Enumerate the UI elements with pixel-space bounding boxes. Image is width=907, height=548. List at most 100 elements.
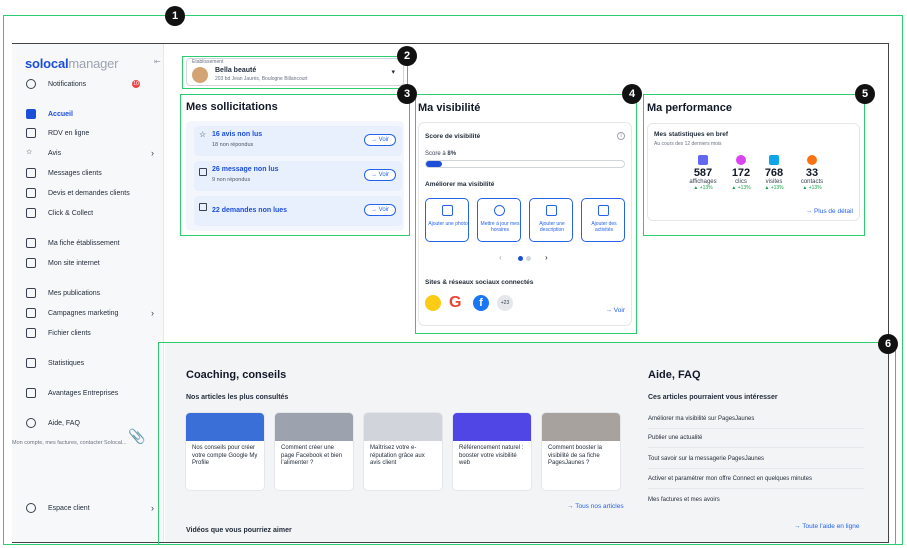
request-subtitle: 9 non répondus	[212, 177, 251, 183]
carousel-prev-icon[interactable]: ‹	[499, 253, 502, 262]
carousel-dot[interactable]	[526, 256, 531, 261]
sidebar-item-rdv[interactable]: RDV en ligne	[26, 126, 158, 140]
pagesjaunes-icon	[425, 295, 441, 311]
sidebar-item-devis[interactable]: Devis et demandes clients	[26, 186, 158, 200]
sidebar-item-label: Click & Collect	[48, 209, 94, 217]
action-add-photo[interactable]: Ajouter une photo	[425, 198, 469, 242]
star-icon: ☆	[26, 149, 33, 156]
article-card[interactable]: Maîtrisez votre e-réputation grâce aux a…	[364, 413, 442, 490]
stat-affichages: 587 affichages ▲ +13%	[679, 155, 727, 191]
sidebar-item-statistiques[interactable]: Statistiques	[26, 356, 158, 370]
performance-card: Mes statistiques en bref Au cours des 12…	[647, 123, 860, 221]
carousel-next-icon[interactable]: ›	[545, 253, 548, 262]
faq-item[interactable]: Tout savoir sur la messagerie PagesJaune…	[648, 456, 864, 469]
action-add-activities[interactable]: Ajouter des activités	[581, 198, 625, 242]
app-logo[interactable]: solocalmanager	[25, 56, 119, 71]
article-card[interactable]: Nos conseils pour créer votre compte Goo…	[186, 413, 264, 490]
star-icon: ☆	[199, 130, 207, 139]
sidebar-item-site[interactable]: Mon site internet	[26, 256, 158, 270]
action-update-hours[interactable]: Mettre à jour mes horaires	[477, 198, 521, 242]
faq-item[interactable]: Publier une actualité	[648, 435, 864, 448]
sidebar-item-messages[interactable]: Messages clients	[26, 166, 158, 180]
establishment-caption: Etablissement	[192, 59, 224, 65]
marker-5: 5	[855, 84, 875, 104]
sidebar-item-espace-client[interactable]: Espace client ›	[26, 501, 158, 515]
sidebar-item-label: Mes publications	[48, 289, 101, 297]
article-title: Comment booster la visibilité de sa fich…	[548, 445, 603, 466]
voir-networks-link[interactable]: → Voir	[605, 307, 625, 314]
article-title: Nos conseils pour créer votre compte Goo…	[192, 445, 258, 466]
users-icon	[26, 328, 36, 338]
sidebar-item-label: Espace client	[48, 504, 90, 512]
more-networks-badge[interactable]: +23	[497, 295, 513, 311]
dropdown-arrow-icon: ▾	[391, 69, 395, 76]
chevron-right-icon: ›	[151, 308, 154, 318]
request-title[interactable]: 16 avis non lus	[212, 131, 263, 138]
stat-value: 587	[693, 167, 713, 179]
stat-value: 33	[805, 167, 819, 179]
voir-messages-button[interactable]: → Voir	[363, 169, 396, 181]
article-thumbnail	[453, 413, 531, 441]
marker-2: 2	[397, 46, 417, 66]
sidebar-item-fiche[interactable]: Ma fiche établissement	[26, 236, 158, 250]
article-thumbnail	[364, 413, 442, 441]
chevron-right-icon: ›	[151, 148, 154, 158]
stat-trend: ▲ +13%	[693, 185, 713, 191]
action-add-description[interactable]: Ajouter une description	[529, 198, 573, 242]
chart-icon	[26, 358, 36, 368]
toute-aide-link[interactable]: → Toute l'aide en ligne	[794, 523, 860, 530]
establishment-selector[interactable]: Etablissement Bella beauté 203 bd Jean J…	[186, 58, 404, 86]
score-progress-fill	[426, 161, 442, 167]
voir-avis-button[interactable]: → Voir	[363, 134, 396, 146]
sidebar-item-notifications[interactable]: Notifications 10	[26, 77, 158, 91]
store-icon	[26, 238, 36, 248]
collapse-sidebar-icon[interactable]: ⇤	[154, 57, 161, 66]
sidebar-item-avis[interactable]: ☆ Avis ›	[26, 146, 158, 160]
faq-item[interactable]: Mes factures et mes avoirs	[648, 497, 720, 503]
article-thumbnail	[275, 413, 353, 441]
calendar-icon	[26, 128, 36, 138]
sollicitations-card: ☆ 16 avis non lus 18 non répondus → Voir…	[186, 121, 404, 231]
sollicitations-title: Mes sollicitations	[186, 101, 278, 113]
document-icon	[26, 188, 36, 198]
establishment-name: Bella beauté	[215, 67, 257, 74]
establishment-address: 203 bd Jean Jaurès, Boulogne Billancourt	[215, 76, 308, 82]
faq-item[interactable]: Améliorer ma visibilité sur PagesJaunes	[648, 416, 864, 429]
stat-clics: 172 clics ▲ +13%	[717, 155, 765, 191]
score-progress-bar	[425, 160, 625, 168]
performance-title: Ma performance	[647, 102, 732, 114]
action-label: Mettre à jour mes horaires	[480, 221, 520, 233]
score-title: Score de visibilité	[425, 133, 481, 140]
contact-icon	[807, 155, 817, 165]
sidebar-item-publications[interactable]: Mes publications	[26, 286, 158, 300]
performance-subtitle: Mes statistiques en bref	[654, 131, 729, 138]
basket-icon	[26, 208, 36, 218]
request-title[interactable]: 26 message non lus	[212, 166, 279, 173]
article-card[interactable]: Référencement naturel : booster votre vi…	[453, 413, 531, 490]
plus-de-detail-link[interactable]: → Plus de détail	[805, 208, 853, 215]
mail-icon	[26, 308, 36, 318]
request-row-messages: 26 message non lus 9 non répondus → Voir	[194, 161, 402, 191]
faq-item[interactable]: Activer et paramétrer mon offre Connect …	[648, 476, 864, 489]
carousel-dot-active[interactable]	[518, 256, 523, 261]
sidebar-item-campagnes[interactable]: Campagnes marketing ›	[26, 306, 158, 320]
eye-icon	[698, 155, 708, 165]
stat-label: clics	[735, 179, 747, 185]
sidebar-item-accueil[interactable]: Accueil	[26, 107, 158, 121]
info-icon[interactable]: i	[617, 132, 625, 140]
action-label: Ajouter une description	[539, 221, 565, 233]
request-title[interactable]: 22 demandes non lues	[212, 207, 288, 214]
article-card[interactable]: Comment créer une page Facebook et bien …	[275, 413, 353, 490]
tous-nos-articles-link[interactable]: → Tous nos articles	[567, 503, 624, 510]
sidebar-item-click-collect[interactable]: Click & Collect	[26, 206, 158, 220]
sidebar-item-label: Avantages Entreprises	[48, 389, 119, 397]
article-title: Maîtrisez votre e-réputation grâce aux a…	[370, 445, 425, 466]
paperclip-icon: 📎	[128, 428, 146, 444]
establishment-avatar	[192, 67, 208, 83]
article-card[interactable]: Comment booster la visibilité de sa fich…	[542, 413, 620, 490]
voir-demandes-button[interactable]: → Voir	[363, 204, 396, 216]
sidebar-item-fichier-clients[interactable]: Fichier clients	[26, 326, 158, 340]
clock-icon	[494, 205, 505, 216]
sidebar-item-avantages[interactable]: Avantages Entreprises	[26, 386, 158, 400]
sidebar-item-aide[interactable]: Aide, FAQ	[26, 416, 158, 430]
